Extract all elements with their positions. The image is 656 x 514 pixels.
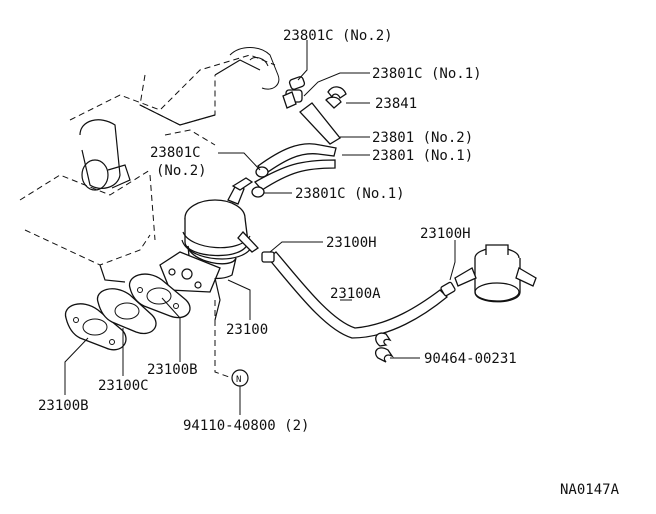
fuel-pump-body	[159, 177, 259, 321]
fuel-filter	[454, 244, 537, 303]
engine-block-outline	[19, 47, 280, 283]
label-23100h-right: 23100H	[420, 226, 471, 242]
label-23801c-left-line1: 23801C	[150, 145, 201, 161]
label-90464-00231: 90464-00231	[424, 351, 517, 367]
label-23100b-right: 23100B	[147, 362, 198, 378]
fuel-hose-23100a	[261, 251, 456, 339]
clip-90464	[374, 332, 394, 363]
label-23100h-left: 23100H	[326, 235, 377, 251]
gaskets	[64, 273, 191, 351]
label-23801c-no1-top: 23801C (No.1)	[372, 66, 482, 82]
label-94110-40800: 94110-40800 (2)	[183, 418, 309, 434]
label-23801c-left-line2: (No.2)	[156, 163, 207, 179]
label-23801c-no1-mid: 23801C (No.1)	[295, 186, 405, 202]
label-23100b-left: 23100B	[38, 398, 89, 414]
label-23801-no2: 23801 (No.2)	[372, 130, 473, 146]
leader-lines	[64, 40, 456, 415]
bolt-axis	[214, 300, 233, 379]
nut-symbol-label: N	[236, 375, 241, 385]
label-23801-no1: 23801 (No.1)	[372, 148, 473, 164]
figure-code: NA0147A	[560, 482, 620, 498]
label-23841: 23841	[375, 96, 417, 112]
label-23100c: 23100C	[98, 378, 149, 394]
label-23801c-no2-top: 23801C (No.2)	[283, 28, 393, 44]
label-23100a: 23100A	[330, 286, 381, 302]
vapor-hoses	[251, 76, 347, 198]
label-23100: 23100	[226, 322, 268, 338]
